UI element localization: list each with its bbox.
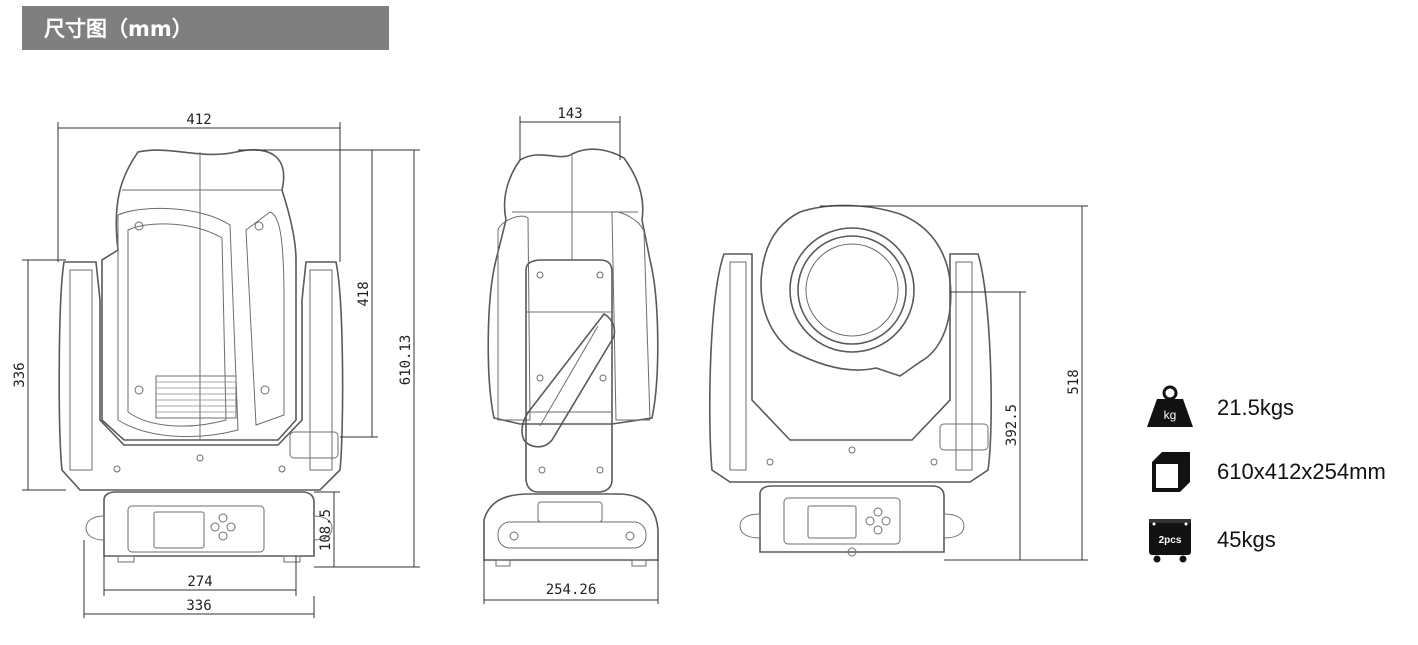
spec-dimensions: 610x412x254mm (1145, 447, 1415, 497)
weight-icon-label: kg (1164, 408, 1177, 422)
spec-case-weight-value: 45kgs (1217, 527, 1276, 552)
spec-weight: kg 21.5kgs (1145, 383, 1415, 433)
dim-392-5: 392.5 (1004, 404, 1020, 446)
spec-case: 2pcs 45kgs (1145, 515, 1415, 565)
side-view: 143 254.26 (483, 106, 659, 604)
weight-icon: kg (1145, 384, 1195, 432)
spec-dimensions-value: 610x412x254mm (1217, 459, 1386, 484)
dim-108-5: 108.5 (318, 509, 334, 551)
page-title-text: 尺寸图（mm） (44, 17, 193, 41)
dim-518: 518 (1066, 369, 1082, 394)
front-view: 412 418 610.13 336 108.5 274 336 (12, 112, 420, 618)
flight-case-icon-label: 2pcs (1159, 535, 1182, 546)
flight-case-icon: 2pcs (1145, 516, 1195, 564)
dim-254-26: 254.26 (546, 582, 597, 598)
dim-418: 418 (356, 281, 372, 306)
spec-weight-value: 21.5kgs (1217, 395, 1295, 420)
page-title: 尺寸图（mm） (22, 6, 389, 50)
box-icon (1145, 448, 1195, 496)
dim-412: 412 (186, 112, 211, 128)
dim-336-bottom: 336 (186, 598, 211, 614)
dim-143: 143 (557, 106, 582, 122)
tilt-view: 518 392.5 (708, 204, 1088, 561)
dim-610-13: 610.13 (398, 335, 414, 386)
dim-274: 274 (187, 574, 212, 590)
dim-336-left: 336 (12, 362, 28, 387)
